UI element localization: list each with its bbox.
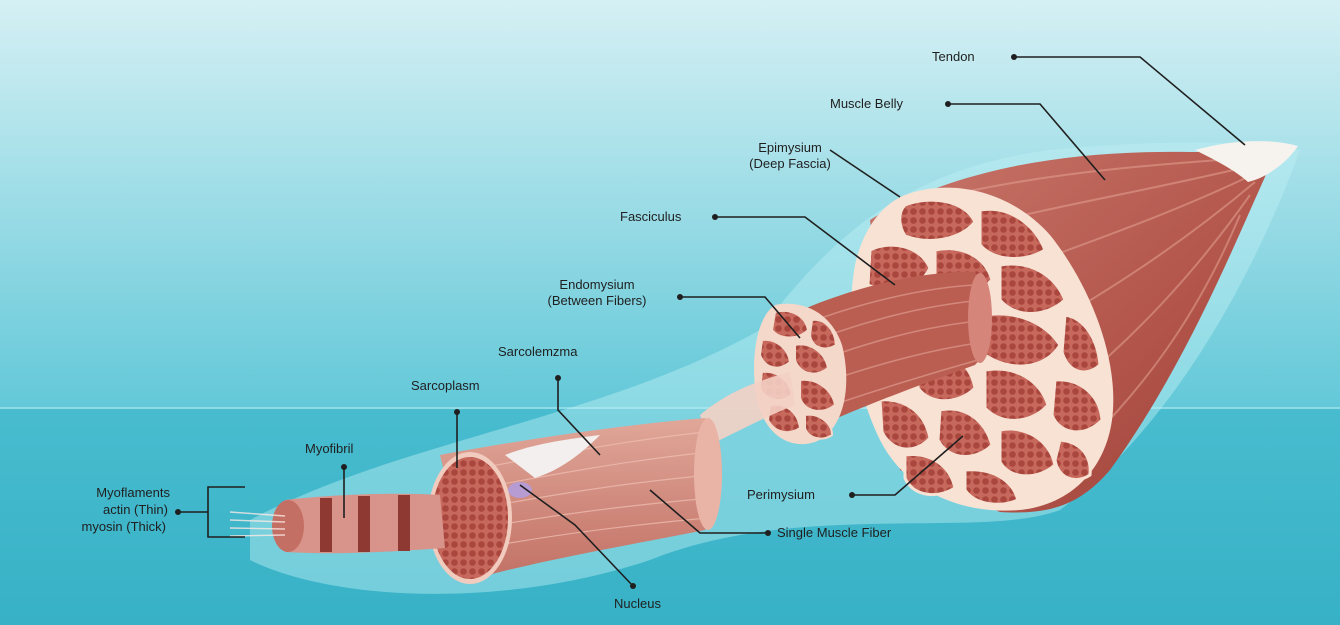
fiber-end-band [694,418,722,530]
label-fasciculus: Fasciculus [620,209,682,224]
label-actin-thin: actin (Thin) [103,502,168,517]
fiber-cross-inner [432,457,508,579]
myofibril-end [272,500,304,552]
label-myofibril: Myofibril [305,441,354,456]
label-deep-fascia: (Deep Fascia) [749,156,831,171]
label-between-fibers: (Between Fibers) [548,293,647,308]
label-nucleus: Nucleus [614,596,661,611]
nucleus-shape [508,482,532,498]
label-epimysium: Epimysium [758,140,822,155]
label-endomysium: Endomysium [559,277,634,292]
label-myosin-thick: myosin (Thick) [81,519,166,534]
label-single-muscle-fiber: Single Muscle Fiber [777,525,892,540]
label-myofilaments: Myoflaments [96,485,170,500]
label-sarcoplasm: Sarcoplasm [411,378,480,393]
label-perimysium: Perimysium [747,487,815,502]
label-sarcolemma: Sarcolemzma [498,344,578,359]
fasciculus-end-face [968,273,992,363]
label-muscle-belly: Muscle Belly [830,96,903,111]
label-tendon: Tendon [932,49,975,64]
